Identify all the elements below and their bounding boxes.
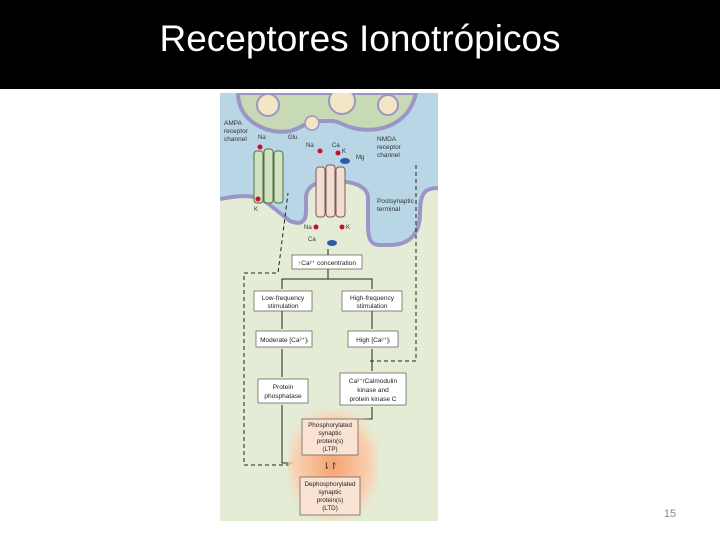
high-frequency-box: High-frequency stimulation [341, 290, 403, 312]
ca-concentration-box: ↑Ca²⁺ concentration [291, 254, 363, 270]
ion-label-ca: Ca [332, 143, 340, 149]
svg-text:protein kinase C: protein kinase C [350, 396, 397, 403]
postsynaptic-label-line-2: terminal [377, 206, 401, 213]
equilibrium-arrows-icon: ⇂↾ [322, 461, 337, 471]
ltp-ltd-figure: AMPA receptor channel NMDA receptor chan… [219, 87, 439, 521]
moderate-ca-box: Moderate [Ca²⁺]ᵢ [255, 330, 313, 348]
ion-label-na: Na [258, 135, 266, 141]
synapse-diagram: AMPA receptor channel NMDA receptor chan… [219, 87, 439, 521]
phosphorylated-protein-box: Phosphorylated synaptic protein(s) (LTP) [301, 418, 359, 456]
ion-label-k: K [342, 149, 346, 155]
synaptic-vesicle [377, 94, 399, 116]
calcium-ion-icon [327, 240, 337, 246]
postsynaptic-membrane [219, 178, 439, 247]
ion-label-glu: Glu [288, 135, 297, 141]
ion-label-k-ampa: K [254, 207, 258, 213]
high-ca-box: High [Ca²⁺]ᵢ [347, 330, 399, 348]
ampa-label-line-1: AMPA [224, 120, 243, 127]
calcium-ion-icon [335, 150, 341, 156]
svg-text:protein(s): protein(s) [317, 438, 344, 445]
mg-block-icon [340, 158, 350, 164]
protein-phosphatase-box: Protein phosphatase [257, 378, 309, 404]
svg-text:↑Ca²⁺ concentration: ↑Ca²⁺ concentration [298, 260, 356, 267]
svg-text:(LTP): (LTP) [322, 446, 337, 453]
slide-title: Receptores Ionotrópicos [159, 18, 561, 59]
svg-text:stimulation: stimulation [267, 303, 298, 310]
ion-label-ca-bottom: Ca [308, 237, 316, 243]
sodium-ion-icon [257, 144, 263, 150]
feedback-dashed-lines [243, 163, 417, 466]
ampa-receptor [253, 148, 284, 204]
svg-text:Protein: Protein [273, 384, 294, 391]
nmda-receptor [315, 164, 346, 218]
potassium-ion-icon [339, 224, 345, 230]
svg-text:synaptic: synaptic [318, 489, 341, 496]
svg-text:Moderate [Ca²⁺]ᵢ: Moderate [Ca²⁺]ᵢ [260, 337, 308, 344]
synaptic-vesicle [256, 93, 280, 117]
kinase-box: Ca²⁺/Calmodulin kinase and protein kinas… [339, 372, 407, 406]
svg-text:Ca²⁺/Calmodulin: Ca²⁺/Calmodulin [349, 378, 398, 385]
postsynaptic-label-line-1: Postsynaptic [377, 198, 415, 205]
svg-text:kinase and: kinase and [357, 387, 389, 394]
synaptic-vesicle [328, 87, 356, 115]
svg-text:High [Ca²⁺]ᵢ: High [Ca²⁺]ᵢ [356, 337, 390, 344]
nmda-label-line-1: NMDA [377, 136, 397, 143]
ion-label-na-bottom: Na [304, 225, 312, 231]
potassium-ion-icon [255, 196, 261, 202]
svg-text:phosphatase: phosphatase [264, 393, 302, 400]
svg-text:Dephosphorylated: Dephosphorylated [304, 481, 356, 488]
nmda-label-line-3: channel [377, 152, 400, 159]
svg-text:stimulation: stimulation [356, 303, 387, 310]
sodium-ion-icon [313, 224, 319, 230]
low-frequency-box: Low-frequency stimulation [253, 290, 313, 312]
presynaptic-terminal [235, 91, 419, 134]
svg-text:synaptic: synaptic [318, 430, 341, 437]
svg-text:Low-frequency: Low-frequency [262, 295, 305, 302]
title-bar: Receptores Ionotrópicos [0, 0, 720, 89]
ampa-label-line-3: channel [224, 136, 247, 143]
ion-label-na-nmda: Na [306, 143, 314, 149]
svg-text:Phosphorylated: Phosphorylated [308, 422, 352, 429]
synaptic-vesicle [304, 115, 320, 131]
dephosphorylated-protein-box: Dephosphorylated synaptic protein(s) (LT… [299, 476, 361, 516]
ion-label-mg: Mg [356, 155, 364, 161]
ion-label-k-bottom: K [346, 225, 350, 231]
svg-text:(LTD): (LTD) [322, 505, 338, 512]
svg-text:protein(s): protein(s) [317, 497, 344, 504]
nmda-label-line-2: receptor [377, 144, 402, 151]
page-number: 15 [663, 508, 677, 520]
svg-text:High-frequency: High-frequency [350, 295, 395, 302]
ampa-label-line-2: receptor [224, 128, 249, 135]
sodium-ion-icon [317, 148, 323, 154]
